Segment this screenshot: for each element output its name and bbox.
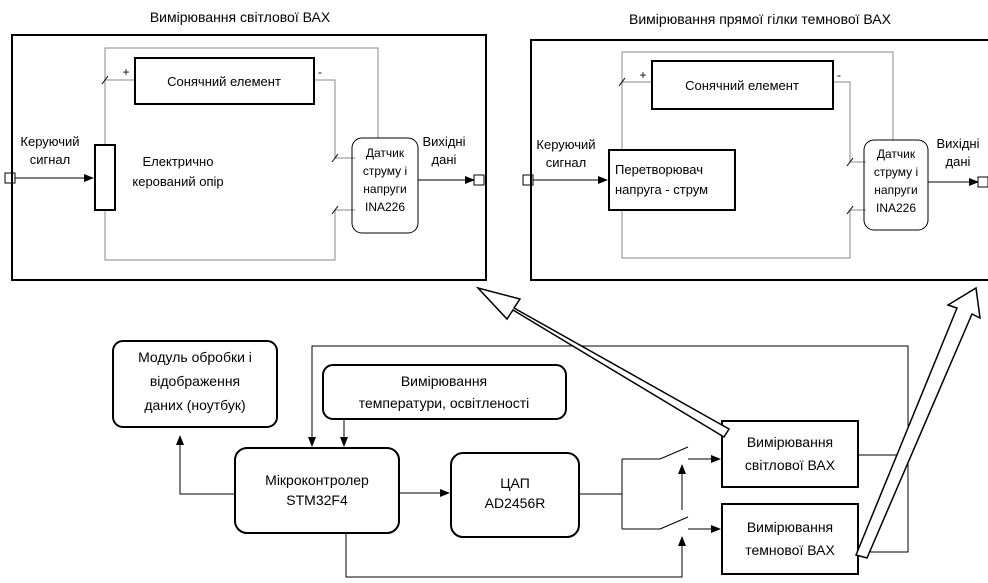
input-port-icon — [4, 172, 16, 184]
sensor-dark-label-1: Датчик — [877, 147, 916, 161]
output-port-icon — [473, 174, 485, 186]
processing-label-2: відображення — [150, 373, 240, 389]
processing-module-block — [112, 340, 278, 428]
resistor-label-2: керований опір — [132, 174, 223, 189]
plus-terminal: + — [122, 65, 129, 79]
solar-cell-block — [134, 57, 315, 105]
mcu-label-1: Мікроконтролер — [265, 472, 369, 488]
sensor-block — [351, 137, 419, 234]
processing-label-3: даних (ноутбук) — [144, 397, 245, 413]
switch-icon — [659, 446, 689, 460]
output-label-2: дані — [432, 152, 457, 167]
hollow-arrow-to-dark-panel — [854, 286, 981, 559]
resistor-label: Електрично — [143, 154, 214, 169]
sensor-dark-label-3: напруги — [874, 183, 917, 197]
light-iv-block — [721, 420, 859, 488]
sensor-label-3: напруги — [363, 182, 406, 196]
temperature-block — [322, 364, 567, 420]
control-signal-label-2: сигнал — [30, 152, 71, 167]
dac-block — [450, 452, 580, 538]
mcu-block — [234, 447, 400, 534]
sensor-dark-label-4: INA226 — [876, 201, 916, 215]
bottom-connections — [176, 345, 909, 578]
converter-label-2: напруга - струм — [615, 182, 708, 197]
dark-iv-label-2: темнової ВАХ — [745, 542, 835, 558]
sensor-label-4: INA226 — [365, 200, 405, 214]
plus-terminal-dark: + — [639, 68, 646, 82]
dac-label-1: ЦАП — [500, 475, 530, 491]
control-signal-label: Керуючий — [20, 134, 79, 149]
switch-contact-icon — [846, 157, 854, 167]
dark-iv-block — [721, 503, 859, 575]
temperature-label-2: температури, освітленості — [359, 395, 530, 411]
output-label-dark-2: дані — [946, 154, 971, 169]
sensor-block-dark — [863, 139, 929, 231]
sensor-label-1: Датчик — [366, 146, 405, 160]
sensor-dark-label-2: струму і — [874, 165, 918, 179]
hollow-arrow-to-light-panel — [475, 286, 731, 439]
mcu-label-2: STM32F4 — [286, 492, 348, 508]
solar-cell-label-dark: Сонячний елемент — [685, 78, 799, 93]
switch-icon — [659, 516, 689, 530]
processing-label-1: Модуль обробки і — [138, 349, 252, 365]
output-port-icon-dark — [977, 176, 988, 188]
switch-contact-icon — [101, 75, 109, 85]
resistor-block — [94, 144, 116, 211]
light-iv-label-2: світлової ВАХ — [745, 457, 836, 473]
panel-light-title: Вимірювання світлової ВАХ — [150, 9, 331, 25]
output-label-dark: Вихідні — [937, 136, 980, 151]
minus-terminal-dark: - — [837, 68, 841, 82]
converter-block — [608, 149, 736, 211]
minus-terminal: - — [318, 65, 322, 79]
panel-light-circuit — [101, 47, 379, 261]
sensor-label-2: струму і — [363, 164, 407, 178]
converter-label: Перетворювач — [615, 162, 703, 177]
output-label: Вихідні — [423, 134, 466, 149]
control-signal-label-dark-2: сигнал — [546, 155, 587, 170]
switch-contact-icon — [618, 77, 626, 87]
switch-contact-icon — [331, 205, 339, 215]
switch-contact-icon — [331, 153, 339, 163]
switch-contact-icon — [846, 205, 854, 215]
solar-cell-label: Сонячний елемент — [167, 74, 281, 89]
temperature-label-1: Вимірювання — [401, 373, 487, 389]
solar-cell-block-dark — [651, 60, 834, 110]
panel-dark-circuit — [618, 51, 894, 259]
dark-iv-label-1: Вимірювання — [747, 519, 833, 535]
panel-dark-frame — [530, 39, 988, 281]
dac-label-2: AD2456R — [485, 495, 546, 511]
control-signal-label-dark: Керуючий — [536, 137, 595, 152]
light-iv-label-1: Вимірювання — [747, 434, 833, 450]
panel-dark-title: Вимірювання прямої гілки темнової ВАХ — [629, 11, 892, 27]
panel-light-frame — [11, 34, 487, 281]
